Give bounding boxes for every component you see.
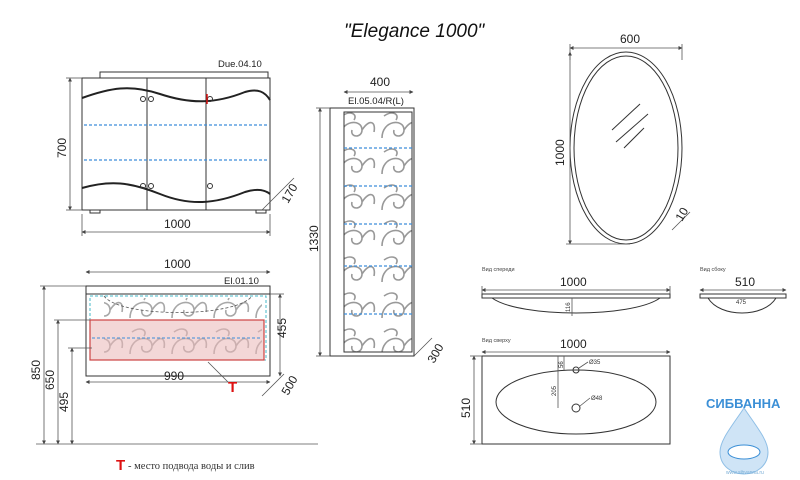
vanity-width-label: 1000 [164,257,191,271]
brand-site: www.sibvanna.ru [726,470,764,476]
sink-front-height-label: 116 [566,302,572,312]
sink-side-label: Вид сбоку [700,267,726,273]
column-body [329,107,415,357]
sink-top-offset-small-label: 56 [559,361,565,368]
cabinet-height-label: 700 [55,138,69,158]
sink-front-label: Вид спереди [482,267,515,273]
sink-side-top [699,293,787,299]
sink-top-offset-label: 205 [552,385,558,396]
sink-side-view: Вид сбоку 510 475 [699,267,787,314]
brand-logo: СИБВАННА www.sibvanna.ru [706,396,781,476]
wall-cabinet-view: Due.04.10 700 1000 170 [55,59,301,236]
bathtub-icon [727,444,761,460]
brand-name: СИБВАННА [706,396,781,411]
cabinet-model-label: Due.04.10 [218,59,262,70]
cabinet-top-wave [81,87,271,103]
cabinet-depth-label: 170 [278,181,300,206]
mirror-depth-label: 10 [672,205,691,224]
vanity-worktop [85,285,271,295]
cabinet-width-label: 1000 [164,217,191,231]
water-connection-marker: T [228,379,237,396]
sink-side-width-label: 510 [735,275,755,289]
mirror-outer [569,51,683,245]
column-depth-label: 300 [424,341,446,366]
drawing-title: "Elegance 1000" [344,21,486,42]
column-width-label: 400 [370,75,390,89]
tap-hole [572,366,580,374]
vanity-h650-label: 650 [43,370,57,390]
column-height-label: 1330 [307,225,321,252]
plumbing-zone [89,319,265,361]
legend: T - место подвода воды и слив [116,457,255,474]
cabinet-body [81,77,271,211]
vanity-drawer-height-label: 455 [275,318,289,338]
column-model-label: El.05.04/R(L) [348,96,404,107]
sink-front-bowl [491,297,661,314]
mirror-view: 600 1000 10 [553,32,691,245]
sink-top-bowl [495,369,657,435]
mirror-inner [573,55,679,241]
sink-top-outline [481,355,671,445]
mirror-width-label: 600 [620,32,640,46]
vanity-view: 1000 El.01.10 455 990 T 500 850 [29,257,318,445]
sink-top-view: Вид сверху 1000 Ø35 Ø48 56 205 510 [459,337,671,445]
cabinet-bottom-wave [81,182,271,203]
sink-side-bowl [707,297,777,314]
vanity-model-label: El.01.10 [224,276,259,287]
sink-top-depth-label: 510 [459,398,473,418]
mirror-height-label: 1000 [553,139,567,166]
legend-text: - место подвода воды и слив [128,461,255,472]
cabinet-cornice [99,71,269,79]
sink-top-width-label: 1000 [560,337,587,351]
vanity-body [85,293,271,377]
drain-hole [571,403,581,413]
sink-front-width-label: 1000 [560,275,587,289]
column-panel [343,111,413,353]
water-drop-icon [719,407,769,475]
legend-marker: T [116,457,125,474]
vanity-inner-width-label: 990 [164,369,184,383]
column-view: 400 El.05.04/R(L) 1330 300 [307,75,447,366]
drain-hole-label: Ø48 [591,396,603,402]
vanity-h495-label: 495 [57,392,71,412]
sink-front-view: Вид спереди 1000 116 [481,267,671,316]
sink-front-top [481,293,671,299]
sink-top-label: Вид сверху [482,338,511,344]
vanity-h850-label: 850 [29,360,43,380]
tap-hole-label: Ø35 [589,360,601,366]
sink-side-inner-label: 475 [736,300,747,306]
